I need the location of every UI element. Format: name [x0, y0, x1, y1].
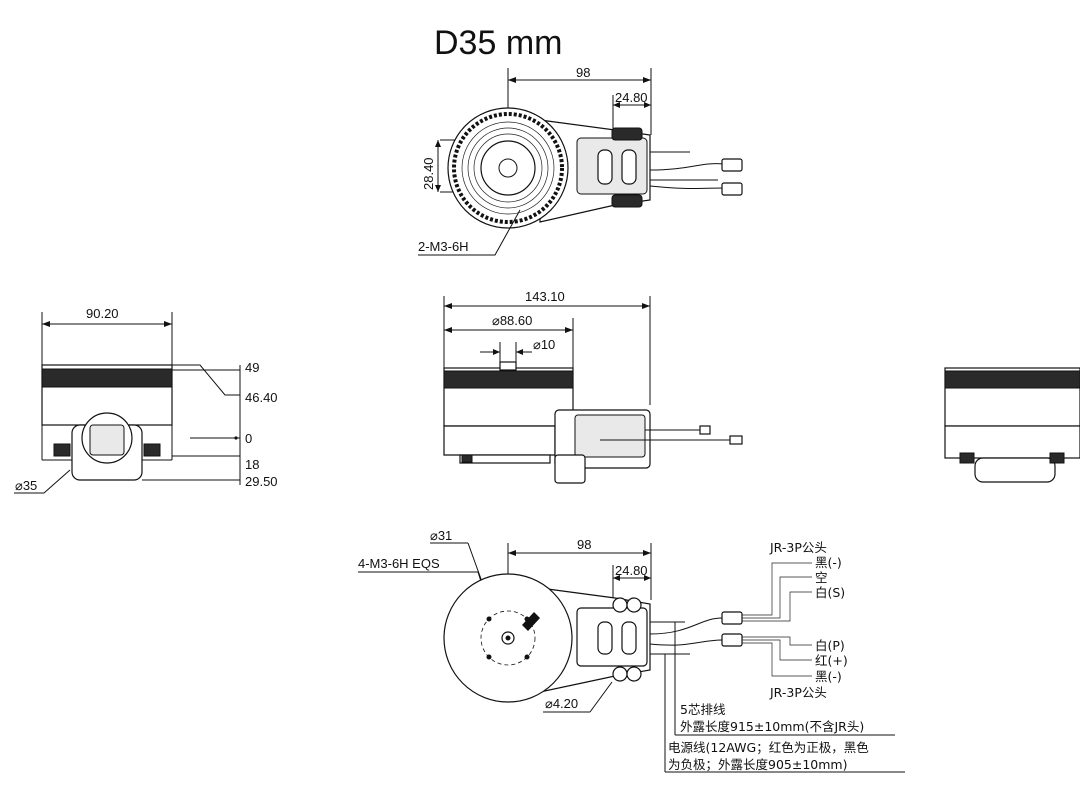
- top-dim-height: 28.40: [421, 157, 436, 190]
- bottom-dim-hole: ⌀4.20: [545, 696, 578, 711]
- side-level-3: 18: [245, 457, 259, 472]
- bottom-view: ⌀31 4-M3-6H EQS 98 24.80: [358, 528, 905, 773]
- connector-bottom-label: JR-3P公头: [769, 685, 827, 700]
- top-hole-note: 2-M3-6H: [418, 239, 469, 254]
- pin-top-1: 空: [815, 570, 828, 585]
- side-dim-diameter: ⌀35: [15, 478, 37, 493]
- bottom-dim-bracket: 24.80: [615, 563, 648, 578]
- side-level-4: 29.50: [245, 474, 278, 489]
- drawing-title: D35 mm: [434, 24, 562, 62]
- front-dim-d2: ⌀10: [533, 337, 555, 352]
- connector-top-label: JR-3P公头: [769, 540, 827, 555]
- pin-bottom-1: 红(+): [815, 653, 848, 668]
- cable-note-2: 外露长度915±10mm(不含JR头): [680, 719, 864, 734]
- side-level-2: 0: [245, 431, 252, 446]
- bottom-dim-d31: ⌀31: [430, 528, 452, 543]
- side-level-1: 46.40: [245, 390, 278, 405]
- pin-top-0: 黑(-): [815, 555, 842, 570]
- side-level-0: 49: [245, 360, 259, 375]
- power-note-2: 为负极；外露长度905±10mm): [668, 757, 847, 772]
- cable-note-1: 5芯排线: [680, 702, 726, 717]
- top-view: 98 24.80 28.40: [418, 65, 743, 256]
- front-view: 143.10 ⌀88.60 ⌀10: [443, 289, 743, 484]
- pin-bottom-2: 黑(-): [815, 669, 842, 684]
- side-dim-width: 90.20: [86, 306, 119, 321]
- top-dim-bracket: 24.80: [615, 90, 648, 105]
- side-view: 90.20 ⌀35: [14, 306, 241, 494]
- power-note-1: 电源线(12AWG；红色为正极，黑色: [668, 740, 869, 755]
- front-dim-total: 143.10: [525, 289, 565, 304]
- bottom-dim-width: 98: [577, 537, 591, 552]
- back-view: [944, 367, 1080, 483]
- connector-labels: JR-3P公头 黑(-) 空 白(S) 白(P) 红(+) 黑(-) JR-3P…: [668, 540, 869, 772]
- side-level-labels: 49 46.40 0 18 29.50: [245, 360, 278, 489]
- bottom-hole-note: 4-M3-6H EQS: [358, 556, 440, 571]
- pin-bottom-0: 白(P): [815, 638, 845, 653]
- front-dim-d1: ⌀88.60: [492, 313, 532, 328]
- top-dim-width: 98: [576, 65, 590, 80]
- pin-top-2: 白(S): [815, 585, 845, 600]
